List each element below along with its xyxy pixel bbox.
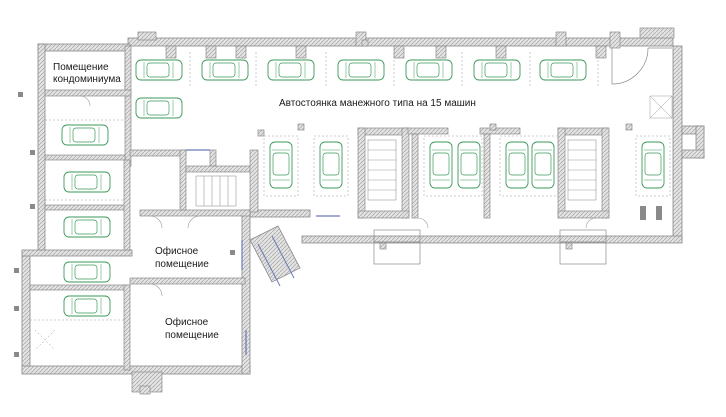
column-icon [14,92,662,357]
parking-title: Автостоянка манежного типа на 15 машин [279,98,476,109]
outer-walls [21,37,705,375]
car-icon [405,59,453,81]
car-icon [61,124,109,146]
office2-label-line2: помещение [165,330,219,341]
condo-room-label-line2: кондоминиума [53,74,121,85]
car-icon [641,141,665,189]
left-bay-lines [30,119,125,351]
condo-room-label-line1: Помещение [53,62,109,73]
bottom-small-rooms [131,371,163,395]
car-icon [473,59,521,81]
car-icon [135,97,183,119]
condo-room: Помещение кондоминиума [44,45,132,167]
car-icon [539,59,587,81]
left-bay-walls [29,154,131,371]
stair-icon [195,139,597,207]
car-icon [457,141,481,189]
car-icon [319,141,343,189]
car-icon [63,261,111,283]
office1-label-line2: помещение [155,259,209,270]
top-niches [137,27,675,59]
inner-blocks [257,39,633,219]
office2-label-line1: Офисное [165,316,209,328]
ramp [249,225,301,287]
top-row-dividers [189,52,599,88]
entrance [611,47,673,119]
door-swing-icon [79,95,597,297]
bottom-entries [373,229,607,265]
car-icon [429,141,453,189]
car-icon [63,171,111,193]
car-icon [505,141,529,189]
car-icon [337,59,385,81]
glass-lines [186,149,340,355]
center-walls [129,149,259,285]
car-icon [531,141,555,189]
middle-row-dividers [263,135,671,197]
top-row-cars [135,59,587,119]
car-icon [63,295,111,317]
car-icon [201,59,249,81]
car-icon [135,59,183,81]
car-icon [267,59,315,81]
car-icon [63,216,111,238]
car-icon [269,141,293,189]
office1-label-line1: Офисное [155,245,199,257]
